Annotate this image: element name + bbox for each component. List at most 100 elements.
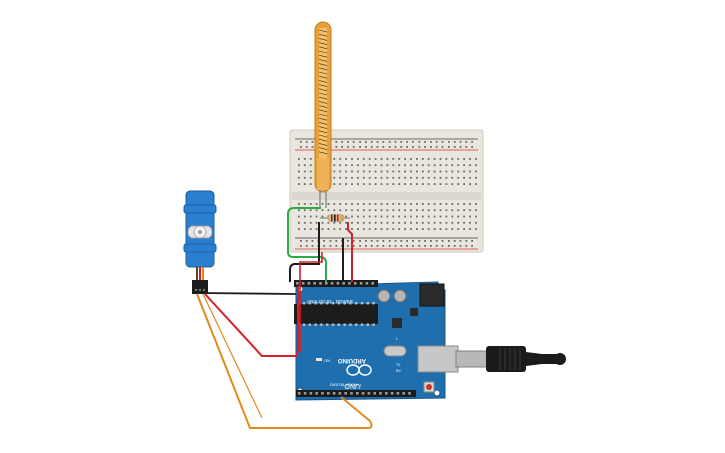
- breadboard-hole: [475, 215, 477, 218]
- breadboard-hole: [404, 221, 406, 224]
- breadboard-hole: [451, 203, 454, 205]
- breadboard-hole: [475, 164, 477, 167]
- breadboard-hole: [457, 164, 460, 167]
- breadboard-hole: [303, 170, 306, 173]
- breadboard-hole: [433, 158, 436, 160]
- breadboard-hole: [305, 245, 308, 247]
- breadboard-hole: [357, 176, 359, 179]
- breadboard-hole: [404, 170, 406, 173]
- breadboard-hole: [347, 141, 349, 143]
- breadboard-hole: [469, 170, 471, 173]
- breadboard-hole: [339, 176, 342, 179]
- flex-trace: [318, 50, 328, 54]
- servo-motor[interactable]: [183, 190, 217, 294]
- breadboard-hole: [394, 245, 397, 247]
- flex-trace: [318, 130, 328, 134]
- servo-signal-wire[interactable]: [196, 293, 373, 429]
- breadboard-hole: [362, 170, 365, 173]
- breadboard-hole: [315, 221, 318, 224]
- flex-trace: [318, 101, 328, 104]
- breadboard-hole: [427, 203, 430, 205]
- red-wire-breadboard-to-board[interactable]: [299, 252, 323, 352]
- breadboard-hole: [370, 141, 373, 143]
- breadboard-hole: [333, 170, 336, 173]
- breadboard-hole: [341, 141, 343, 143]
- breadboard-hole: [386, 221, 389, 224]
- black-ground-wire-breadboard[interactable]: [289, 222, 320, 282]
- breadboard-hole: [368, 228, 371, 230]
- breadboard-hole: [445, 158, 448, 160]
- breadboard-hole: [421, 215, 424, 218]
- flex-trace: [318, 88, 328, 92]
- breadboard-hole: [345, 176, 347, 179]
- terminal-holes-bottom: [298, 203, 477, 230]
- breadboard-hole: [421, 176, 424, 179]
- green-signal-wire[interactable]: [287, 207, 327, 282]
- flex-trace: [318, 42, 328, 45]
- usb-cable[interactable]: [455, 346, 566, 372]
- breadboard-hole: [421, 158, 424, 160]
- breadboard-hole: [445, 221, 448, 224]
- arduino-uno-board[interactable]: ANALOG IN POWER ARDUINO UNO ON TX RX L: [294, 280, 459, 401]
- breadboard-hole: [359, 245, 361, 247]
- breadboard-hole: [439, 170, 442, 173]
- breadboard-hole: [339, 164, 342, 167]
- flex-sensor[interactable]: [314, 21, 332, 208]
- breadboard-hole: [451, 158, 454, 160]
- breadboard-hole: [351, 176, 353, 179]
- breadboard-hole: [451, 170, 454, 173]
- chip-pin: [302, 302, 306, 305]
- servo-power-wire[interactable]: [204, 286, 299, 357]
- breadboard-hole: [376, 240, 379, 242]
- breadboard-hole: [471, 245, 473, 247]
- flex-trace: [318, 33, 328, 37]
- breadboard-hole: [321, 228, 324, 230]
- breadboard-hole: [416, 158, 418, 160]
- servo-ground-wire[interactable]: [199, 292, 297, 295]
- red-5v-wire-breadboard[interactable]: [347, 222, 353, 282]
- breadboard-hole: [424, 245, 426, 247]
- header-pin: [327, 392, 330, 395]
- breadboard-hole: [424, 240, 426, 242]
- breadboard-hole: [410, 158, 412, 160]
- breadboard-hole: [418, 141, 421, 143]
- breadboard-hole: [374, 203, 377, 205]
- usb-connector-body: [486, 346, 526, 372]
- breadboard-hole: [333, 228, 336, 230]
- breadboard-hole: [376, 141, 379, 143]
- breadboard-hole: [463, 170, 465, 173]
- breadboard-hole: [380, 209, 383, 212]
- breadboard-hole: [357, 228, 359, 230]
- breadboard-hole: [463, 183, 465, 185]
- breadboard-hole: [410, 183, 412, 185]
- header-pin: [342, 282, 345, 285]
- breadboard-hole: [471, 141, 473, 143]
- breadboard-hole: [386, 170, 389, 173]
- servo-mount-tab-bottom: [183, 243, 217, 253]
- breadboard-hole: [309, 158, 312, 160]
- breadboard-hole: [333, 183, 336, 185]
- breadboard-hole: [382, 245, 385, 247]
- breadboard-hole: [433, 221, 436, 224]
- header-pin: [408, 392, 411, 395]
- breadboard-hole: [315, 228, 318, 230]
- chip-pin: [308, 323, 311, 326]
- usb-port[interactable]: [417, 345, 459, 373]
- breadboard-hole: [457, 215, 460, 218]
- breadboard-hole: [433, 170, 436, 173]
- breadboard-hole: [368, 221, 371, 224]
- breadboard-hole: [380, 203, 383, 205]
- breadboard-hole: [327, 228, 330, 230]
- header-pin: [298, 392, 301, 395]
- breadboard-hole: [362, 209, 365, 212]
- breadboard-hole: [410, 164, 412, 167]
- breadboard-hole: [374, 228, 377, 230]
- dc-power-jack[interactable]: [419, 283, 445, 307]
- resistor[interactable]: [320, 214, 350, 222]
- breadboard-hole: [339, 203, 342, 205]
- breadboard-hole: [362, 228, 365, 230]
- flex-trace: [318, 54, 328, 58]
- breadboard-hole: [465, 240, 468, 242]
- breadboard-hole: [352, 245, 355, 247]
- breadboard-hole: [398, 203, 401, 205]
